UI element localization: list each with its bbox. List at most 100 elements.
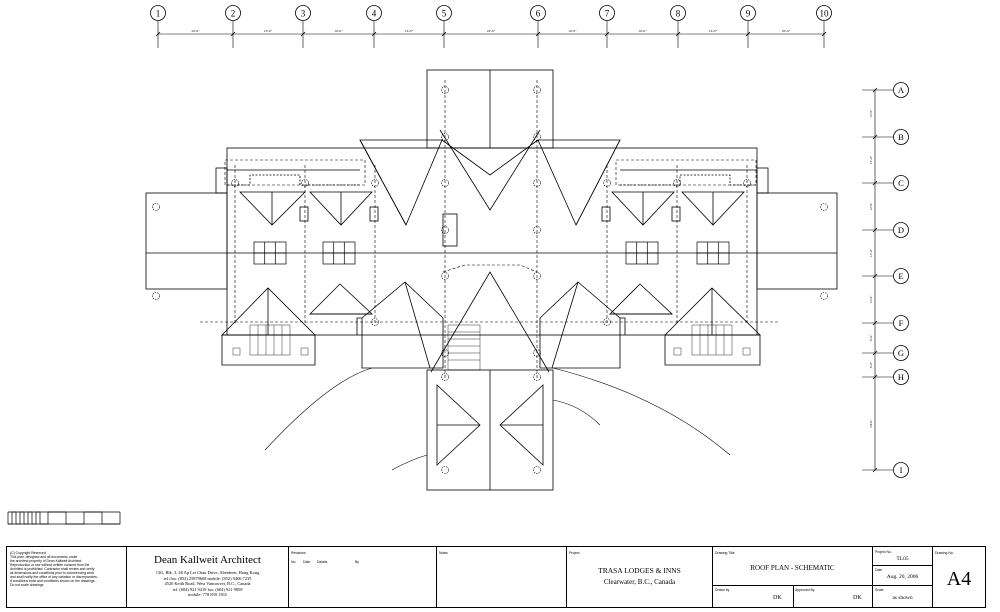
grid-bubble-column — [366, 5, 382, 21]
architect-address-line: mobile: 778 839 1565 — [188, 592, 227, 598]
date-value: Aug. 20, 2006 — [886, 574, 919, 580]
dimension-tick — [441, 31, 447, 37]
dimension-tick — [872, 374, 878, 380]
column-dimension: 16'-0" — [709, 29, 718, 33]
column-dimension: 16'-0" — [405, 29, 414, 33]
grid-bubble-column — [816, 5, 832, 21]
dimension-tick — [155, 31, 161, 37]
drawing-title-label: Drawing Title — [715, 551, 735, 555]
copyright-line: all dimensions and conditions prior to c… — [10, 571, 95, 575]
dimension-tick — [872, 273, 878, 279]
architect-address-line: tel./fax: (852) 25879668 mobile: (852) 9… — [163, 575, 252, 581]
row-dimension: 12'-0" — [869, 248, 873, 257]
dimension-tick — [371, 31, 377, 37]
grid-label-column: 7 — [605, 9, 610, 19]
dimension-tick — [872, 227, 878, 233]
column-dimension: 16'-0" — [568, 29, 577, 33]
row-dimension: 6'-0" — [869, 361, 873, 368]
row-dimension: 6'-0" — [869, 334, 873, 341]
grid-label-column: 8 — [676, 9, 681, 19]
grid-bubble-row — [893, 369, 909, 385]
copyright-line: the architect property of Dean Kallweit … — [10, 559, 83, 563]
dimension-tick — [872, 180, 878, 186]
sheet-cell: Drawing No. A4 — [933, 547, 985, 607]
row-dimension: 24'-0" — [869, 419, 873, 428]
drawing-title-cell: Drawing Title ROOF PLAN - SCHEMATIC Draw… — [713, 547, 873, 607]
grid-label-row: I — [900, 465, 903, 475]
column-dimension: 16'-0" — [334, 29, 343, 33]
project-no-label: Project No. — [875, 550, 892, 554]
dimension-tick — [872, 350, 878, 356]
revisions-header-by: By — [355, 560, 359, 564]
row-dimension: 12'-0" — [869, 295, 873, 304]
project-title: TRASA LODGES & INNS — [598, 566, 681, 575]
drawn-by-label: Drawn by — [715, 588, 730, 592]
grid-bubble-column — [436, 5, 452, 21]
architect-address-line: 4520 Keith Road, West Vancouver, B.C., C… — [164, 581, 251, 587]
approved-by-label: Approved By — [795, 588, 815, 592]
dimension-tick — [535, 31, 541, 37]
grid-label-row: A — [898, 85, 905, 95]
revisions-header-details: Details — [317, 560, 328, 564]
grid-bubble-column — [740, 5, 756, 21]
grid-label-row: B — [898, 132, 904, 142]
notes-label: Notes — [439, 551, 448, 555]
grid-bubble-column — [530, 5, 546, 21]
copyright-line: This plan, designed and all documents un… — [10, 555, 78, 559]
revisions-label: Revisions — [291, 551, 306, 555]
column-dimension: 16'-0" — [264, 29, 273, 33]
grid-bubble-row — [893, 315, 909, 331]
copyright-title: (C) Copyright Reserved. — [10, 551, 47, 555]
date-label: Date — [875, 568, 883, 572]
grid-bubble-column — [225, 5, 241, 21]
dimension-tick — [230, 31, 236, 37]
grid-bubble-row — [893, 268, 909, 284]
drawing-title: ROOF PLAN - SCHEMATIC — [750, 564, 835, 572]
grid-label-column: 9 — [746, 9, 751, 19]
copyright-line: and shall notify the office of any varia… — [10, 575, 98, 579]
grid-label-column: 6 — [536, 9, 541, 19]
column-dimension: 20'-0" — [782, 29, 791, 33]
grid-bubble-row — [893, 462, 909, 478]
grid-label-row: F — [899, 318, 904, 328]
grid-bubble-row — [893, 345, 909, 361]
project-cell: Project TRASA LODGES & INNS Clearwater, … — [567, 547, 713, 607]
scale-label: Scale — [875, 588, 884, 592]
sheet-number: A4 — [946, 568, 972, 590]
column-dimension: 20'-0" — [191, 29, 200, 33]
row-dimension: 12'-0" — [869, 202, 873, 211]
grid-label-row: C — [898, 178, 904, 188]
grid-label-row: G — [898, 348, 904, 358]
grid-label-column: 3 — [301, 9, 306, 19]
project-location: Clearwater, B.C., Canada — [603, 578, 676, 586]
sheet-label: Drawing No. — [935, 551, 954, 555]
architect-address-line: tel: (604) 921 9419 fax: (604) 921 9858 — [172, 586, 243, 592]
copyright-line: Architect is prohibited. Contractor shal… — [10, 567, 95, 571]
meta-cell: Project No. TL05 Date Aug. 20, 2006 Scal… — [873, 547, 933, 607]
copyright-line: Do not scale drawings. — [10, 583, 45, 587]
dimension-tick — [872, 134, 878, 140]
copyright-cell: (C) Copyright Reserved. This plan, desig… — [7, 547, 127, 607]
grid-bubble-column — [670, 5, 686, 21]
grid-label-row: E — [898, 271, 903, 281]
roof-plan — [145, 69, 838, 491]
grid-label-column: 10 — [820, 9, 830, 19]
scale-value: as shown — [892, 595, 913, 601]
dimension-tick — [821, 31, 827, 37]
dimension-tick — [872, 320, 878, 326]
notes-cell: Notes — [437, 547, 567, 607]
column-dimension: 24'-0" — [487, 29, 496, 33]
grid-label-column: 1 — [156, 9, 161, 19]
grid-bubble-column — [599, 5, 615, 21]
revisions-cell: Revisions No. Date Details By — [289, 547, 437, 607]
dimension-tick — [745, 31, 751, 37]
dimension-tick — [604, 31, 610, 37]
dimension-tick — [300, 31, 306, 37]
project-label: Project — [569, 551, 580, 555]
architect-name: Dean Kallweit Architect — [154, 554, 261, 566]
revisions-header-no: No. — [291, 560, 297, 564]
architect-cell: Dean Kallweit Architect 13G, Blk. 3, 48 … — [127, 547, 289, 607]
row-dimension: 12'-0" — [869, 155, 873, 164]
